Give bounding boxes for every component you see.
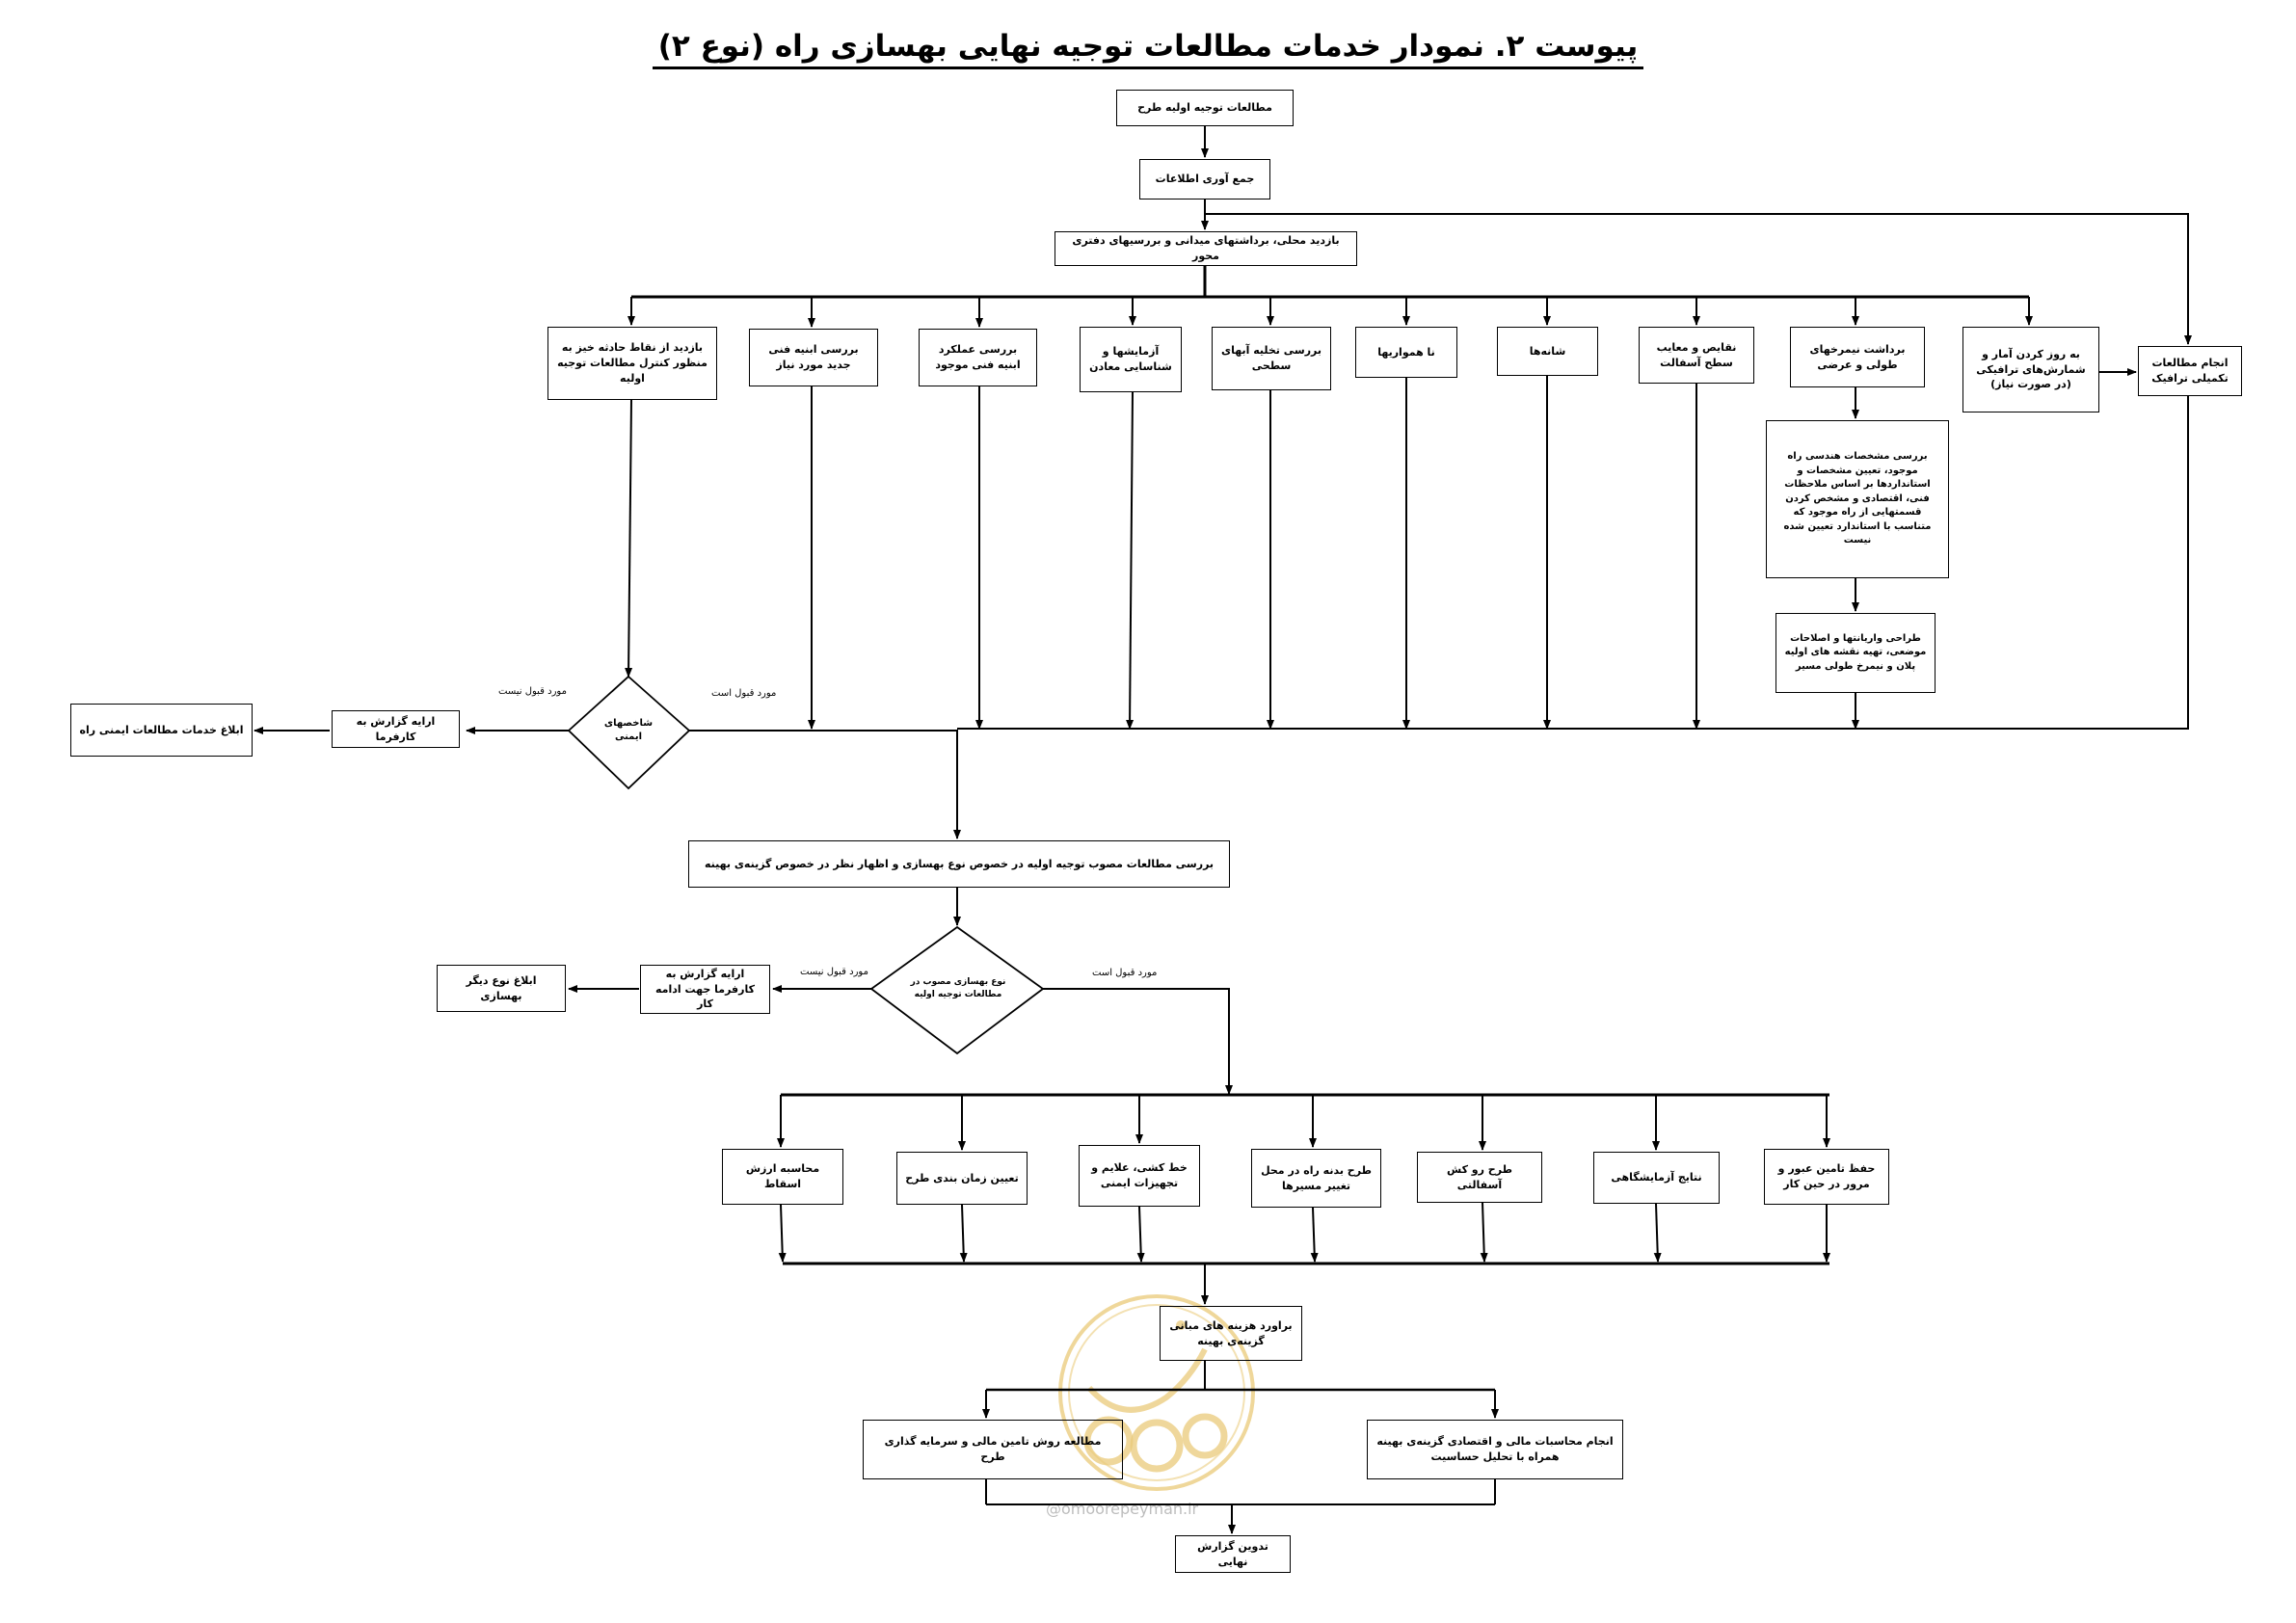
tests-quarries-box: آزمایشها و شناسایی معادن: [1080, 327, 1182, 392]
decision2-yes-label: مورد قبول است: [1092, 968, 1158, 978]
decision1-yes-label: مورد قبول است: [711, 688, 777, 699]
marking-signs-box: خط کشی، علایم و تجهیزات ایمنی: [1079, 1145, 1200, 1207]
financing-study-box: مطالعه روش تامین مالی و سرمایه گذاری طرح: [863, 1420, 1123, 1479]
new-structures-box: بررسی ابنیه فنی جدید مورد نیاز: [749, 329, 878, 386]
data-collection-box: جمع آوری اطلاعات: [1139, 159, 1270, 200]
traffic-update-box: به روز کردن آمار و شمارش‌های ترافیکی (در…: [1962, 327, 2099, 412]
variants-design-box: طراحی واریانتها و اصلاحات موضعی، تهیه نق…: [1775, 613, 1936, 693]
existing-structures-box: بررسی عملکرد ابنیه فنی موجود: [919, 329, 1037, 386]
safety-indicators-decision: شاخصهای ایمنی: [603, 718, 654, 742]
decision2-no-label: مورد قبول نیست: [800, 967, 868, 977]
approved-improvement-decision: نوع بهسازی مصوب در مطالعات توجیه اولیه: [910, 977, 1006, 999]
geometric-review-box: بررسی مشخصات هندسی راه موجود، تعیین مشخص…: [1766, 420, 1949, 578]
diagram-title: پیوست ۲. نمودار خدمات مطالعات توجیه نهای…: [0, 29, 2296, 69]
title-text: پیوست ۲. نمودار خدمات مطالعات توجیه نهای…: [652, 29, 1644, 69]
lab-results-box: نتایج آزمایشگاهی: [1593, 1152, 1720, 1204]
preliminary-study-box: مطالعات توجیه اولیه طرح: [1116, 90, 1294, 126]
accident-spots-box: بازدید از نقاط حادثه خیز به منظور کنترل …: [547, 327, 717, 400]
pavement-defects-box: نقایص و معایب سطح آسفالت: [1639, 327, 1754, 384]
profiles-survey-box: برداشت نیمرخهای طولی و عرضی: [1790, 327, 1925, 387]
other-improvement-notice-box: ابلاغ نوع دیگر بهسازی: [437, 965, 566, 1012]
surface-drainage-box: بررسی تخلیه آبهای سطحی: [1212, 327, 1331, 390]
review-approved-studies-box: بررسی مطالعات مصوب توجیه اولیه در خصوص ن…: [688, 840, 1230, 888]
safety-studies-notice-box: ابلاغ خدمات مطالعات ایمنی راه: [70, 704, 253, 757]
watermark-logo: [1058, 1294, 1255, 1491]
schedule-box: تعیین زمان بندی طرح: [896, 1152, 1028, 1205]
cost-estimate-box: براورد هزینه های مبانی گزینه‌ی بهینه: [1160, 1306, 1302, 1361]
financial-analysis-box: انجام محاسبات مالی و اقتصادی گزینه‌ی بهی…: [1367, 1420, 1623, 1479]
shoulders-box: شانه‌ها: [1497, 327, 1598, 376]
roughness-box: نا همواریها: [1355, 327, 1457, 378]
report-continue-box: ارایه گزارش به کارفرما جهت ادامه کار: [640, 965, 770, 1014]
asphalt-overlay-box: طرح رو کش آسفالتی: [1417, 1152, 1542, 1203]
traffic-studies-box: انجام مطالعات تکمیلی ترافیک: [2138, 346, 2242, 396]
report-to-client-box: ارایه گزارش به کارفرما: [332, 710, 460, 748]
decision1-no-label: مورد قبول نیست: [498, 686, 567, 697]
traffic-maintenance-box: حفظ تامین عبور و مرور در حین کار: [1764, 1149, 1889, 1205]
site-visit-box: بازدید محلی، برداشتهای میدانی و بررسیهای…: [1055, 231, 1357, 266]
salvage-value-box: محاسبه ارزش اسقاط: [722, 1149, 843, 1205]
final-report-box: تدوین گزارش نهایی: [1175, 1535, 1291, 1573]
detour-design-box: طرح بدنه راه در محل تغییر مسیرها: [1251, 1149, 1381, 1208]
